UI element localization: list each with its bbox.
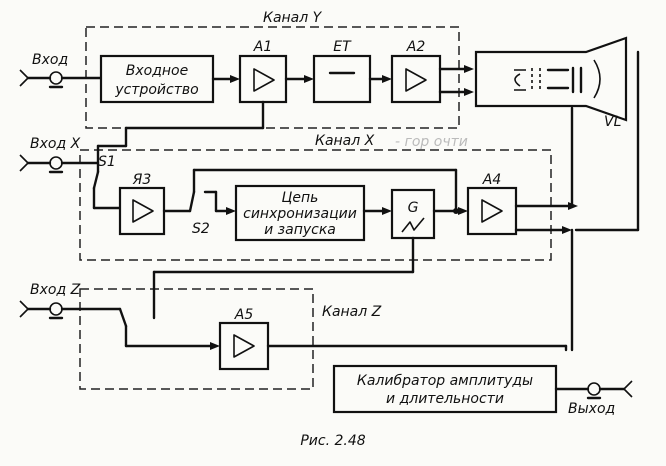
input-x-connector	[19, 154, 100, 174]
input-z-connector	[19, 300, 122, 320]
amplifier-a1-icon	[253, 68, 275, 92]
input-x-label: Вход X	[30, 136, 81, 152]
input-device-label-2: устройство	[114, 82, 198, 98]
switch-s2	[188, 190, 196, 213]
amplifier-a4-label: A4	[482, 172, 501, 188]
input-y-connector	[19, 69, 102, 89]
switch-z	[118, 307, 128, 328]
output-label: Выход	[568, 401, 615, 417]
input-z-label: Вход Z	[30, 282, 81, 298]
output-connector	[554, 380, 633, 400]
amplifier-ya3-icon	[132, 199, 154, 223]
amplifier-a2-block	[390, 54, 442, 104]
sweep-generator-g-label: G	[408, 200, 419, 216]
crt-tube	[474, 36, 628, 122]
channel-z-label: Канал Z	[322, 304, 382, 320]
switch-s1-label: S1	[98, 154, 116, 170]
switch-s1	[92, 170, 100, 190]
sync-trigger-label-2: синхронизации	[243, 206, 357, 222]
amplifier-a1-label: A1	[253, 39, 272, 55]
calibrator-label-2: и длительности	[386, 391, 504, 407]
amplifier-ya3-block	[118, 186, 166, 236]
delay-line-et-block	[312, 54, 372, 104]
amplifier-a1-block	[238, 54, 288, 104]
crt-label: VL	[604, 114, 621, 130]
switch-s2-label: S2	[192, 221, 210, 237]
sync-trigger-label-1: Цепь	[282, 190, 319, 206]
amplifier-a2-icon	[405, 68, 427, 92]
amplifier-a4-icon	[481, 199, 503, 223]
sync-trigger-label-3: и запуска	[264, 222, 336, 238]
channel-z-frame	[79, 288, 314, 390]
amplifier-a5-block	[218, 321, 270, 371]
input-device-label-1: Входное	[126, 63, 188, 79]
sync-trigger-block	[234, 184, 366, 242]
amplifier-ya3-label: Я3	[132, 172, 152, 188]
input-device-block	[99, 54, 215, 104]
amplifier-a5-label: A5	[234, 307, 254, 323]
amplifier-a5-icon	[233, 334, 255, 358]
amplifier-a4-block	[466, 186, 518, 236]
amplifier-a2-label: A2	[406, 39, 426, 55]
pencil-note: - гор очти	[395, 134, 468, 150]
sawtooth-icon	[401, 217, 425, 233]
channel-y-label: Канал Y	[263, 10, 323, 26]
figure-caption: Рис. 2.48	[300, 433, 365, 449]
input-y-label: Вход	[32, 52, 68, 68]
delay-line-et-label: ET	[333, 39, 352, 55]
channel-x-label: Канал X	[315, 133, 375, 149]
calibrator-label-1: Калибратор амплитуды	[357, 373, 533, 389]
